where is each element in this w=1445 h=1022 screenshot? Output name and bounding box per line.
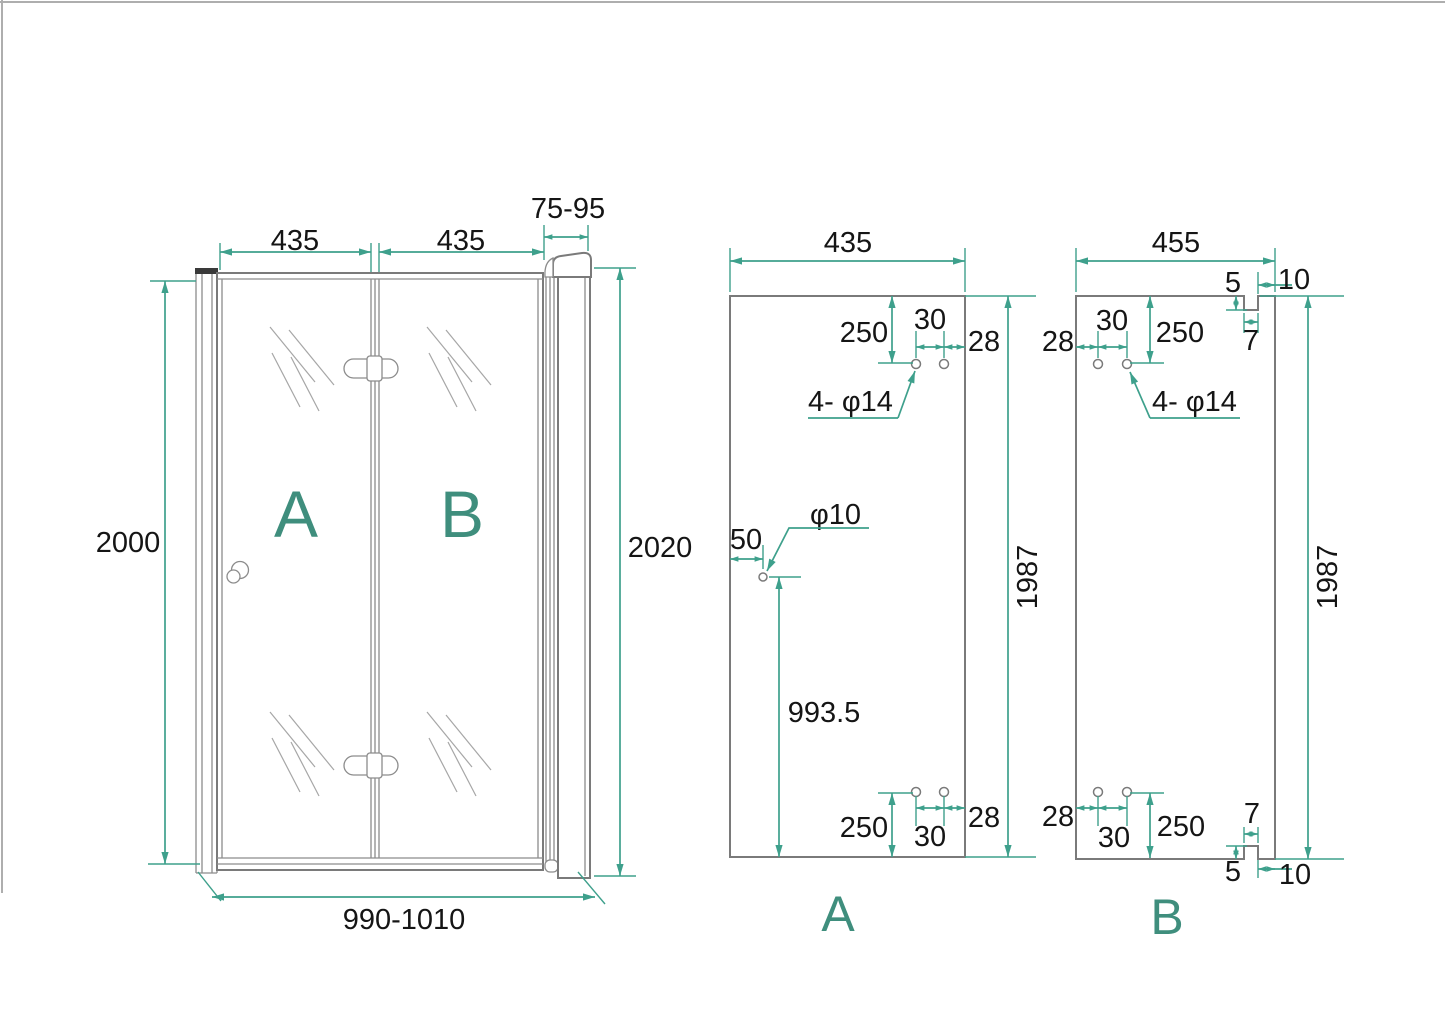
front-panel-b-letter: B	[440, 477, 484, 551]
panel-a-hole-top-left	[910, 358, 922, 370]
dim-b-bottom-notch-width: 7	[1244, 798, 1260, 830]
dim-front-height-left: 2000	[96, 527, 161, 559]
panel-b-detail: 455 28 30 250 4- φ14 5 7 10 28	[1042, 227, 1344, 945]
panel-b-detail-letter: B	[1150, 889, 1183, 945]
dim-b-top-edge: 28	[1042, 326, 1074, 358]
dim-a-width: 435	[824, 227, 872, 259]
glass-marks	[269, 326, 492, 797]
dim-a-bottom-offset: 250	[840, 812, 888, 844]
dim-a-top-offset: 250	[840, 317, 888, 349]
dim-front-panel-b-width: 435	[437, 225, 485, 257]
panel-b-glass	[1075, 295, 1276, 860]
dim-b-bottom-notch-depth: 5	[1225, 856, 1241, 888]
dim-b-bottom-edge: 28	[1042, 801, 1074, 833]
panel-b-hole-bottom-right	[1121, 786, 1133, 798]
panel-b-hole-top-right	[1121, 358, 1133, 370]
panel-b-hole-top-left	[1092, 358, 1104, 370]
dim-b-top-spacing: 30	[1096, 305, 1128, 337]
front-view: 435 435 75-95 2000 2020 990-1010	[96, 193, 693, 936]
dim-b-top-notch-depth: 5	[1225, 267, 1241, 299]
seal-strip-foot	[544, 859, 559, 873]
panel-a-handle-hole	[758, 572, 768, 582]
front-panel-a-letter: A	[274, 477, 318, 551]
hinge-top	[343, 355, 399, 382]
dim-front-height-right: 2020	[628, 532, 693, 564]
dim-a-bottom-edge: 28	[968, 802, 1000, 834]
dim-a-height: 1987	[1012, 545, 1044, 610]
note-a-holes: 4- φ14	[808, 386, 893, 418]
panel-a-detail: 435 250 30 28 4- φ14 φ10 50 993.5 250	[729, 227, 1044, 942]
dim-b-height: 1987	[1312, 545, 1344, 610]
dim-a-handle-from-left: 50	[730, 524, 762, 556]
dim-b-top-offset: 250	[1156, 317, 1204, 349]
panel-a-hole-bottom-left	[910, 786, 922, 798]
dim-b-width: 455	[1152, 227, 1200, 259]
dim-a-handle-from-bottom: 993.5	[788, 697, 861, 729]
dim-a-top-spacing: 30	[914, 304, 946, 336]
dim-b-top-notch-width: 7	[1243, 325, 1259, 357]
dim-a-top-edge: 28	[968, 326, 1000, 358]
wall-hatch	[195, 268, 218, 274]
front-view-dimensions: 435 435 75-95 2000 2020 990-1010	[96, 193, 693, 936]
wall-profile-right	[544, 251, 592, 879]
door-knob	[226, 560, 250, 584]
dim-a-bottom-spacing: 30	[914, 821, 946, 853]
dim-front-wall-range: 75-95	[531, 193, 605, 225]
dim-front-panel-a-width: 435	[271, 225, 319, 257]
dim-front-total-width: 990-1010	[343, 904, 466, 936]
panel-a-detail-letter: A	[821, 886, 855, 942]
dim-b-bottom-offset: 250	[1157, 811, 1205, 843]
door-assembly	[216, 272, 544, 871]
panel-a-hole-bottom-right	[938, 786, 950, 798]
panel-a-hole-top-right	[938, 358, 950, 370]
wall-profile-cap	[552, 251, 592, 278]
wall-profile-left	[195, 268, 218, 874]
note-a-handle-dia: φ10	[810, 499, 861, 531]
panel-b-hole-bottom-left	[1092, 786, 1104, 798]
note-b-holes: 4- φ14	[1152, 386, 1237, 418]
dim-b-bottom-notch-edge: 10	[1279, 859, 1311, 891]
dim-b-bottom-spacing: 30	[1098, 822, 1130, 854]
hinge-bottom	[343, 752, 399, 779]
dim-b-top-notch-edge: 10	[1278, 264, 1310, 296]
